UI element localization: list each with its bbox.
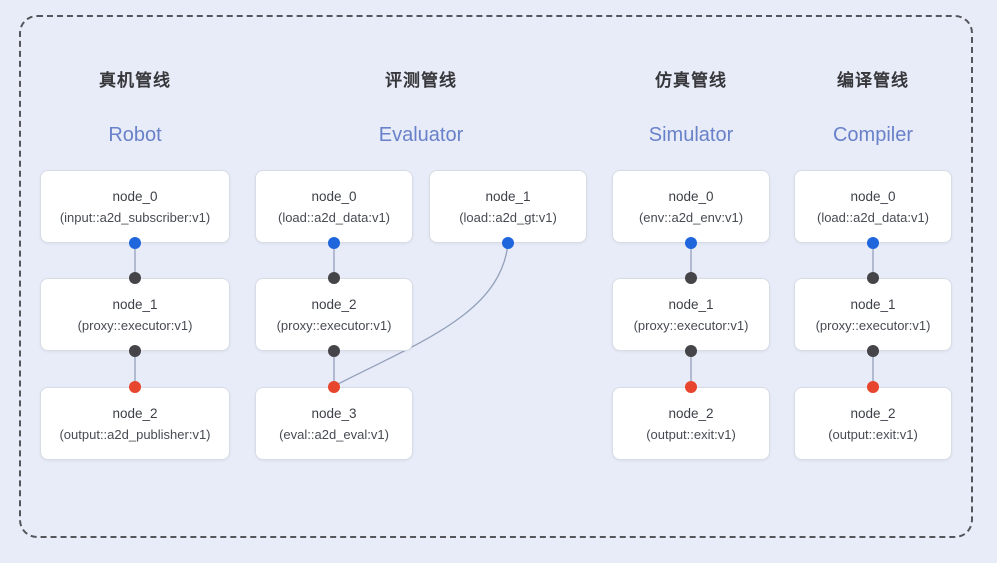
node-evaluator-node_1: node_1 (load::a2d_gt:v1): [429, 170, 587, 243]
port-in-dot: [328, 272, 340, 284]
node-title: node_3: [311, 405, 357, 421]
node-compiler-node_0: node_0 (load::a2d_data:v1): [794, 170, 952, 243]
pipeline-title-zh-evaluator: 评测管线: [385, 71, 457, 90]
node-type: (proxy::executor:v1): [633, 317, 749, 333]
port-end-dot: [685, 381, 697, 393]
node-compiler-node_1: node_1 (proxy::executor:v1): [794, 278, 952, 351]
port-out-dot: [685, 237, 697, 249]
port-out-dot: [867, 237, 879, 249]
port-end-dot: [867, 381, 879, 393]
node-title: node_1: [668, 296, 714, 312]
edge-evaluator-1-3-curve: [335, 243, 509, 386]
node-title: node_1: [112, 296, 158, 312]
node-title: node_0: [668, 188, 714, 204]
pipeline-title-zh-compiler: 编译管线: [837, 71, 909, 90]
node-simulator-node_2: node_2 (output::exit:v1): [612, 387, 770, 460]
node-robot-node_1: node_1 (proxy::executor:v1): [40, 278, 230, 351]
node-robot-node_0: node_0 (input::a2d_subscriber:v1): [40, 170, 230, 243]
node-type: (output::exit:v1): [646, 426, 736, 442]
node-title: node_0: [112, 188, 158, 204]
pipeline-title-zh-robot: 真机管线: [99, 71, 171, 90]
pipeline-title-en-robot: Robot: [108, 124, 162, 146]
port-in-dot: [685, 272, 697, 284]
node-type: (load::a2d_data:v1): [277, 209, 391, 225]
node-type: (output::exit:v1): [828, 426, 918, 442]
port-in-dot: [129, 272, 141, 284]
pipeline-group-dashed-frame: [19, 15, 973, 538]
port-end-dot: [328, 381, 340, 393]
port-out-dot: [328, 345, 340, 357]
node-type: (proxy::executor:v1): [815, 317, 931, 333]
pipeline-title-en-simulator: Simulator: [648, 124, 734, 146]
port-in-dot: [867, 272, 879, 284]
port-end-dot: [129, 381, 141, 393]
node-evaluator-node_3: node_3 (eval::a2d_eval:v1): [255, 387, 413, 460]
pipeline-title-en-evaluator: Evaluator: [378, 124, 464, 146]
node-type: (eval::a2d_eval:v1): [279, 426, 389, 442]
node-simulator-node_1: node_1 (proxy::executor:v1): [612, 278, 770, 351]
node-title: node_2: [112, 405, 158, 421]
pipeline-title-en-compiler: Compiler: [832, 124, 914, 146]
node-type: (proxy::executor:v1): [276, 317, 392, 333]
node-type: (load::a2d_data:v1): [816, 209, 930, 225]
node-evaluator-node_2: node_2 (proxy::executor:v1): [255, 278, 413, 351]
node-type: (load::a2d_gt:v1): [459, 209, 557, 225]
port-out-dot: [685, 345, 697, 357]
node-simulator-node_0: node_0 (env::a2d_env:v1): [612, 170, 770, 243]
node-title: node_2: [668, 405, 714, 421]
port-out-dot: [502, 237, 514, 249]
node-title: node_1: [485, 188, 531, 204]
port-out-dot: [129, 237, 141, 249]
pipeline-title-zh-simulator: 仿真管线: [655, 71, 727, 90]
node-evaluator-node_0: node_0 (load::a2d_data:v1): [255, 170, 413, 243]
node-robot-node_2: node_2 (output::a2d_publisher:v1): [40, 387, 230, 460]
node-compiler-node_2: node_2 (output::exit:v1): [794, 387, 952, 460]
node-title: node_0: [850, 188, 896, 204]
node-type: (env::a2d_env:v1): [638, 209, 744, 225]
node-title: node_2: [311, 296, 357, 312]
node-title: node_2: [850, 405, 896, 421]
node-title: node_1: [850, 296, 896, 312]
port-out-dot: [867, 345, 879, 357]
node-type: (output::a2d_publisher:v1): [59, 426, 211, 442]
node-title: node_0: [311, 188, 357, 204]
node-type: (proxy::executor:v1): [77, 317, 193, 333]
node-type: (input::a2d_subscriber:v1): [59, 209, 211, 225]
port-out-dot: [328, 237, 340, 249]
port-out-dot: [129, 345, 141, 357]
